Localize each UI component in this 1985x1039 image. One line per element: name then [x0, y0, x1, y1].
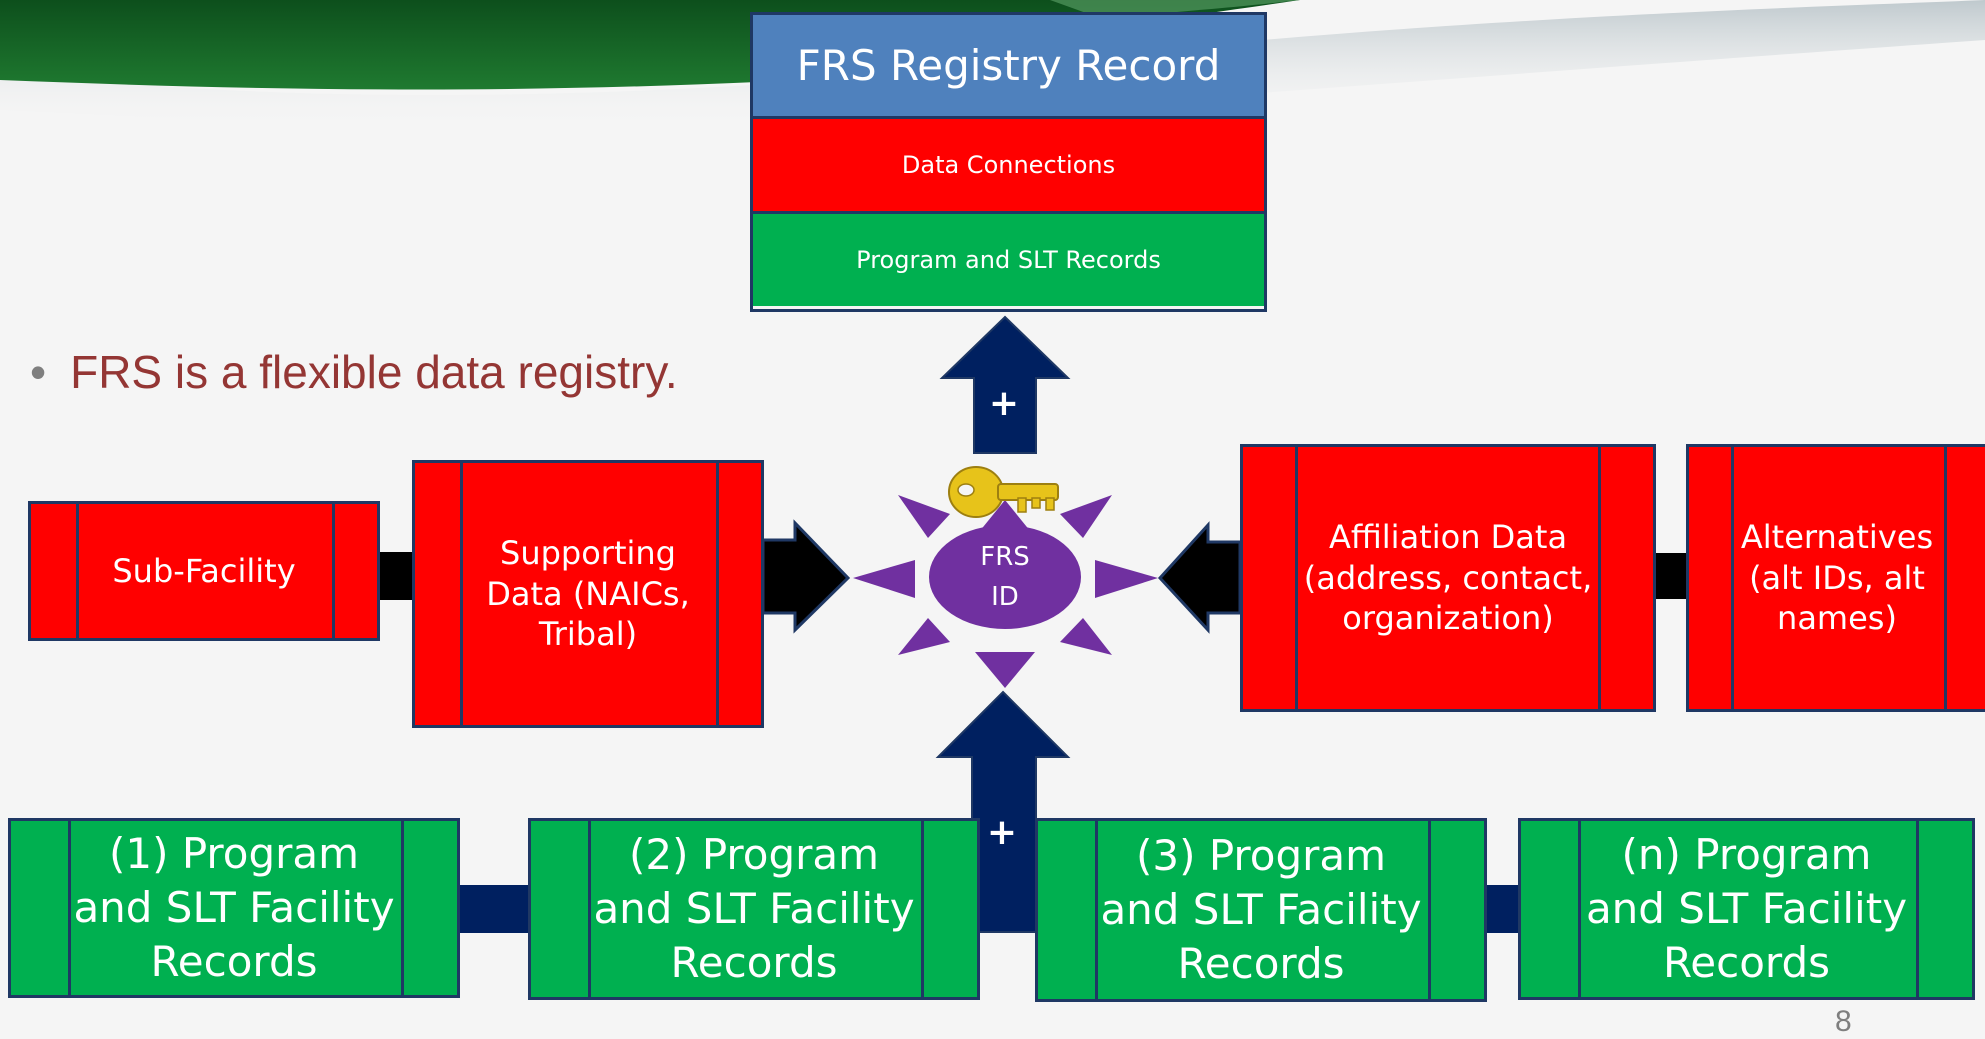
supporting-line3: Tribal): [538, 615, 638, 654]
program-record-n: (n) Program and SLT Facility Records: [1518, 818, 1975, 1000]
program-record-2: (2) Program and SLT Facility Records: [528, 818, 980, 1000]
key-icon: [948, 466, 1059, 518]
affiliation-line2: (address, contact,: [1303, 558, 1593, 597]
alternatives-box: Alternatives (alt IDs, alt names): [1686, 444, 1985, 712]
hub-line1: FRS: [980, 542, 1030, 572]
connector-bottom-1: [460, 885, 528, 933]
program-record-3: (3) Program and SLT Facility Records: [1035, 818, 1487, 1002]
registry-data-connections: Data Connections: [753, 119, 1264, 214]
program-record-1: (1) Program and SLT Facility Records: [8, 818, 460, 998]
supporting-data-box: Supporting Data (NAICs, Tribal): [412, 460, 764, 728]
affiliation-data-box: Affiliation Data (address, contact, orga…: [1240, 444, 1656, 712]
connector-alternatives: [1652, 553, 1688, 599]
registry-title: FRS Registry Record: [753, 15, 1264, 119]
alternatives-line2: (alt IDs, alt: [1749, 558, 1925, 597]
program-3-line2: and SLT Facility: [1100, 885, 1422, 935]
supporting-line2: Data (NAICs,: [486, 574, 690, 613]
program-2-line1: (2) Program: [628, 830, 880, 880]
connector-bottom-3: [1484, 885, 1520, 933]
sub-facility-label: Sub-Facility: [112, 551, 296, 590]
bullet-text: • FRS is a flexible data registry.: [30, 345, 678, 399]
right-arrow: [1157, 521, 1242, 634]
program-1-line2: and SLT Facility: [73, 883, 395, 933]
frs-hub: [853, 495, 1158, 688]
supporting-line1: Supporting: [500, 533, 676, 572]
affiliation-line1: Affiliation Data: [1328, 517, 1568, 556]
registry-record: FRS Registry Record Data Connections Pro…: [750, 12, 1267, 312]
bullet-label: FRS is a flexible data registry.: [70, 346, 678, 398]
connector-subfacility: [378, 552, 414, 600]
alternatives-line3: names): [1777, 599, 1897, 638]
program-n-line2: and SLT Facility: [1585, 884, 1908, 934]
affiliation-line3: organization): [1342, 599, 1554, 638]
registry-program-records: Program and SLT Records: [753, 214, 1264, 306]
bullet-marker: •: [30, 346, 47, 398]
program-2-line2: and SLT Facility: [593, 884, 915, 934]
program-3-line3: Records: [1177, 938, 1345, 988]
hub-line2: ID: [991, 582, 1019, 612]
left-arrow: [761, 519, 851, 634]
alternatives-line1: Alternatives: [1740, 517, 1934, 556]
program-1-line3: Records: [150, 936, 318, 986]
program-n-line1: (n) Program: [1621, 830, 1872, 880]
program-n-line3: Records: [1663, 937, 1830, 987]
sub-facility-box: Sub-Facility: [28, 501, 380, 641]
plus-top: +: [989, 383, 1019, 424]
program-3-line1: (3) Program: [1135, 831, 1387, 881]
page-number: 8: [1835, 1005, 1852, 1038]
program-2-line3: Records: [670, 937, 838, 987]
program-1-line1: (1) Program: [108, 829, 360, 879]
up-arrow-top: [939, 315, 1071, 454]
plus-bottom: +: [987, 812, 1017, 853]
